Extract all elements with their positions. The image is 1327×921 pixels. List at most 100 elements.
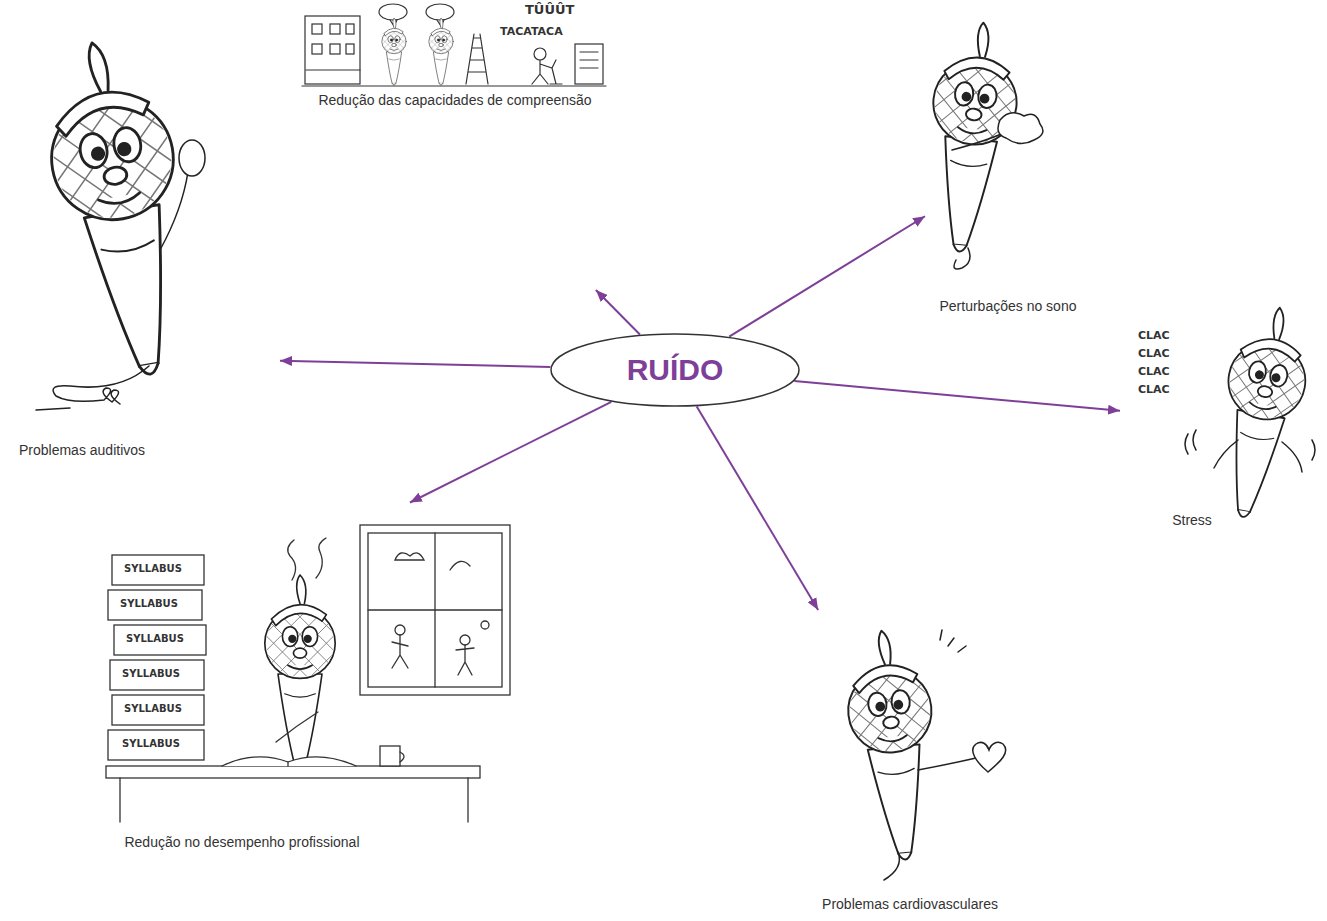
- stress-figure: [1185, 430, 1315, 460]
- arrow-connector: [729, 216, 925, 336]
- stress-figure: [1196, 299, 1327, 525]
- street-scene: [330, 44, 340, 54]
- effect-item: Perturbações no sono: [925, 8, 1095, 320]
- hearing-figure: [160, 172, 188, 250]
- street-scene: [305, 16, 360, 84]
- street-scene: [426, 18, 456, 85]
- study-scene: [276, 712, 318, 742]
- effect-item: Redução no desempenho profissional: [100, 300, 410, 860]
- effect-caption: Problemas cardiovasculares: [822, 896, 998, 912]
- hearing-figure: [53, 366, 149, 404]
- hearing-figure: [17, 30, 225, 410]
- sound-word: SYLLABUS: [124, 703, 182, 714]
- study-scene: [380, 746, 400, 766]
- street-scene: [312, 44, 322, 54]
- street-scene: [532, 60, 562, 84]
- sound-word: SYLLABUS: [122, 668, 180, 679]
- hearing-figure: [17, 30, 225, 388]
- heart-figure: [884, 852, 899, 880]
- study-scene: [106, 525, 510, 822]
- arrow-connector: [410, 402, 611, 503]
- effect-caption: Redução no desempenho profissional: [124, 834, 359, 850]
- effect-caption: Perturbações no sono: [940, 298, 1077, 314]
- street-scene: [346, 44, 354, 54]
- study-scene: [114, 625, 206, 655]
- study-scene: [368, 533, 502, 687]
- heart-figure: [973, 742, 1006, 772]
- connector-group: [280, 216, 1120, 610]
- study-scene: [256, 575, 344, 770]
- sound-word: CLAC: [1138, 348, 1170, 360]
- arrow-connector: [794, 381, 1120, 411]
- study-scene: [395, 553, 470, 570]
- effect-caption: Problemas auditivos: [19, 442, 145, 458]
- study-scene: [460, 635, 470, 645]
- street-scene: [346, 24, 354, 34]
- sound-word: SYLLABUS: [124, 563, 182, 574]
- sound-word: SYLLABUS: [122, 738, 180, 749]
- effect-item: Problemas auditivos: [10, 250, 280, 465]
- sound-word: CLAC: [1138, 384, 1170, 396]
- study-scene: [395, 625, 405, 635]
- study-scene: [120, 778, 468, 822]
- arrow-connector: [697, 406, 818, 610]
- street-scene: [379, 4, 407, 20]
- study-scene: [108, 590, 202, 620]
- study-scene: [106, 766, 480, 778]
- study-scene: [481, 621, 489, 629]
- sleep-figure: [998, 113, 1043, 144]
- street-scene: [302, 85, 606, 86]
- sound-word: SYLLABUS: [120, 598, 178, 609]
- effect-item: Problemas cardiovasculares: [800, 610, 1020, 918]
- study-scene: [392, 635, 408, 668]
- heart-figure: [918, 758, 976, 770]
- sleep-figure: [908, 17, 1043, 269]
- effect-caption: Redução das capacidades de compreensão: [318, 92, 591, 108]
- street-scene: [379, 18, 409, 85]
- street-scene: [575, 44, 603, 84]
- study-scene: [287, 762, 288, 766]
- arrow-connector: [280, 361, 550, 367]
- sound-word: CLAC: [1138, 366, 1170, 378]
- sound-word: TÛÛÛT: [525, 3, 574, 17]
- sound-word: CLAC: [1138, 330, 1170, 342]
- study-scene: [368, 533, 502, 687]
- heart-figure: [830, 625, 1006, 880]
- effect-item: Redução das capacidades de compreensão: [300, 5, 610, 290]
- heart-figure: [830, 625, 957, 865]
- study-scene: [110, 660, 204, 690]
- hearing-figure: [36, 408, 70, 410]
- street-scene: [302, 4, 606, 86]
- street-scene: [580, 52, 598, 68]
- heart-figure: [940, 630, 966, 652]
- street-scene: [426, 4, 454, 20]
- sound-word: TACATACA: [500, 26, 563, 38]
- study-scene: [288, 538, 326, 580]
- study-scene: [222, 757, 356, 766]
- ellipse-outline: [551, 334, 799, 406]
- arrow-connector: [596, 290, 640, 334]
- street-scene: [312, 24, 322, 34]
- stress-figure: [1185, 299, 1327, 525]
- topic-ellipse: RUÍDO: [550, 333, 800, 407]
- topic-title: RUÍDO: [627, 353, 724, 387]
- stress-figure: [1214, 440, 1302, 472]
- sleep-figure: [954, 248, 970, 269]
- street-scene: [534, 48, 546, 60]
- street-scene: [466, 34, 488, 84]
- study-scene: [112, 695, 204, 725]
- street-scene: [330, 24, 340, 34]
- hearing-figure: [179, 140, 205, 176]
- study-scene: [112, 555, 204, 585]
- effect-caption: Stress: [1172, 512, 1212, 528]
- sound-word: SYLLABUS: [126, 633, 184, 644]
- study-scene: [360, 525, 510, 695]
- street-scene: [306, 69, 360, 70]
- study-scene: [456, 645, 474, 675]
- study-scene: [400, 752, 404, 762]
- study-scene: [108, 730, 204, 760]
